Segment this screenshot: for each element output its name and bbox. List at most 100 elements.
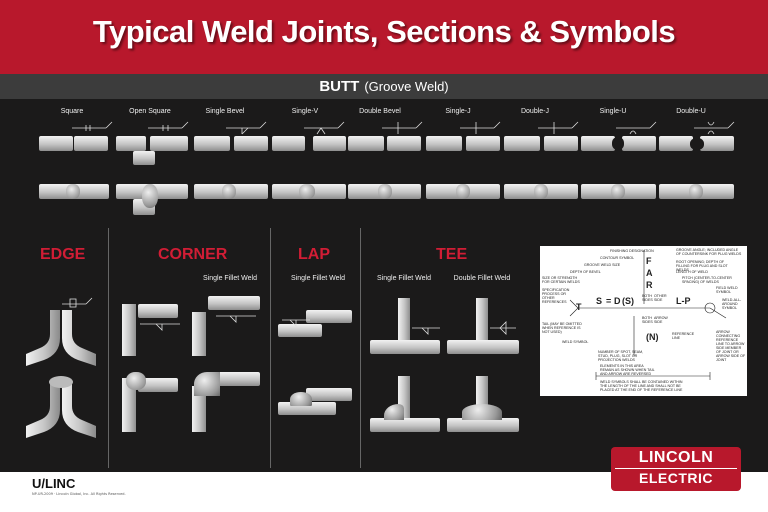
tee-stem-plate (398, 298, 410, 340)
corner-horizontal-plate (208, 372, 260, 386)
letter-r: R (646, 280, 653, 290)
letter-a: A (646, 268, 653, 278)
label-both-sides-2: BOTH SIDES (642, 316, 653, 324)
label-groove-size: GROOVE WELD SIZE (584, 263, 621, 267)
butt-square-plate-right (74, 136, 108, 151)
logo-line-1: LINCOLN (638, 449, 714, 466)
corner-vertical-plate (122, 378, 136, 432)
butt-v-plate-left (272, 136, 305, 151)
butt-bevel-plate-right (234, 136, 268, 151)
tee-base-plate (370, 418, 440, 432)
corner-fillet-label: Single Fillet Weld (203, 275, 257, 282)
corner-horizontal-plate (138, 304, 178, 318)
ulinc-logo: U/LINC (32, 476, 76, 491)
butt-u-plate-left (581, 136, 615, 151)
lap-lower-plate (278, 324, 322, 337)
label-arrow-side: ARROW SIDE (654, 316, 668, 324)
butt-dbevel-plate-left (348, 136, 384, 151)
corner-weld-symbols (140, 315, 256, 331)
label-field: FIELD WELD SYMBOL (716, 286, 738, 294)
page-title: Typical Weld Joints, Sections & Symbols (92, 14, 676, 49)
butt-title: BUTT (319, 78, 360, 95)
letter-s-paren: (S) (622, 296, 634, 306)
label-weld-symbol: WELD SYMBOL (562, 340, 589, 344)
butt-open-plate-right (150, 136, 188, 151)
butt-u-gap (612, 137, 624, 150)
label-root-opening: ROOT OPENING; DEPTH OF FILLING FOR PLUG … (676, 260, 728, 272)
butt-dj-plate-left (504, 136, 540, 151)
label-spec: SPECIFICATION PROCESS OR OTHER REFERENCE… (542, 288, 570, 304)
weld-bead (378, 184, 392, 199)
label-pitch: PITCH (CENTER-TO-CENTER SPACING) OF WELD… (682, 276, 732, 284)
lap-heading: LAP (298, 246, 330, 263)
tee-double-label: Double Fillet Weld (453, 275, 511, 282)
butt-label-single-j: Single-J (445, 108, 471, 115)
butt-open-plate-left (116, 136, 146, 151)
butt-dj-plate-right (544, 136, 578, 151)
butt-label-double-bevel: Double Bevel (359, 108, 401, 115)
butt-j-plate-left (426, 136, 462, 151)
butt-v-plate-right (313, 136, 346, 151)
edge-heading: EDGE (40, 246, 86, 263)
butt-bevel-plate-left (194, 136, 230, 151)
label-number-spot: NUMBER OF SPOT, SEAM, STUD, PLUG, SLOT O… (598, 350, 644, 362)
lap-fillet-label: Single Fillet Weld (291, 275, 345, 282)
butt-section-bar: BUTT (Groove Weld) (0, 74, 768, 99)
butt-label-single-bevel: Single Bevel (205, 108, 245, 115)
corner-vertical-plate (192, 312, 206, 356)
butt-dbevel-plate-right (387, 136, 421, 151)
label-contour: CONTOUR SYMBOL (600, 256, 635, 260)
butt-square-plate-left (39, 136, 73, 151)
corner-horizontal-plate (208, 296, 260, 310)
butt-label-double-u: Double-U (676, 108, 706, 115)
label-length: LENGTH OF WELD (676, 270, 708, 274)
label-size: SIZE OR STRENGTH FOR CERTAIN WELDS (542, 276, 580, 284)
divider (360, 228, 361, 468)
logo-divider (615, 468, 737, 469)
corner-vertical-plate (122, 304, 136, 356)
letter-t: T (576, 302, 582, 312)
corner-vertical-plate (192, 386, 206, 432)
weld-bead (126, 372, 146, 390)
corner-heading: CORNER (158, 246, 228, 263)
butt-label-double-j: Double-J (520, 108, 549, 115)
weld-bead (142, 184, 158, 208)
butt-label-square: Square (60, 108, 84, 115)
lincoln-electric-logo: LINCOLN ELECTRIC (611, 447, 741, 491)
letter-s: S (596, 296, 603, 306)
label-elements: ELEMENTS IN THIS AREA REMAIN AS SHOWN WH… (600, 364, 655, 376)
tee-single-label: Single Fillet Weld (377, 275, 431, 282)
weld-bead (456, 184, 470, 199)
weld-bead (290, 392, 312, 406)
edge-joint-drawings (26, 297, 96, 438)
lap-upper-plate (306, 388, 352, 401)
weld-bead (194, 372, 220, 396)
label-groove-angle: GROOVE ANGLE; INCLUDED ANGLE OF COUNTERS… (676, 248, 742, 256)
weld-bead (222, 184, 236, 199)
weld-bead (384, 404, 404, 420)
label-weld-symbols-note: WELD SYMBOLS SHALL BE CONTAINED WITHIN T… (600, 380, 683, 392)
divider (270, 228, 271, 468)
weld-bead (462, 404, 502, 420)
weld-symbol-chart: FINISHING DESIGNATION CONTOUR SYMBOL GRO… (540, 246, 747, 396)
butt-du-plate-left (659, 136, 693, 151)
lap-weld-symbol (282, 319, 310, 327)
tee-stem-plate (476, 298, 488, 340)
tee-base-plate (447, 340, 519, 354)
butt-du-gap (690, 138, 704, 150)
tee-weld-symbols (412, 321, 516, 335)
label-reference: REFERENCE LINE (672, 332, 695, 340)
letter-eq: = (606, 296, 612, 306)
tee-base-plate (447, 418, 519, 432)
letter-l-p: L-P (676, 296, 691, 306)
corner-horizontal-plate (138, 378, 178, 392)
label-depth: DEPTH OF BEVEL (570, 270, 601, 274)
butt-subtitle: (Groove Weld) (364, 79, 449, 94)
weld-bead (534, 184, 548, 199)
butt-j-plate-right (466, 136, 500, 151)
label-tail: TAIL (MAY BE OMITTED WHEN REFERENCE IS N… (542, 322, 582, 334)
butt-du-plate-right (700, 136, 734, 151)
header-banner: Typical Weld Joints, Sections & Symbols (0, 0, 768, 74)
letter-n: (N) (646, 332, 659, 342)
butt-label-single-v: Single-V (291, 108, 319, 115)
